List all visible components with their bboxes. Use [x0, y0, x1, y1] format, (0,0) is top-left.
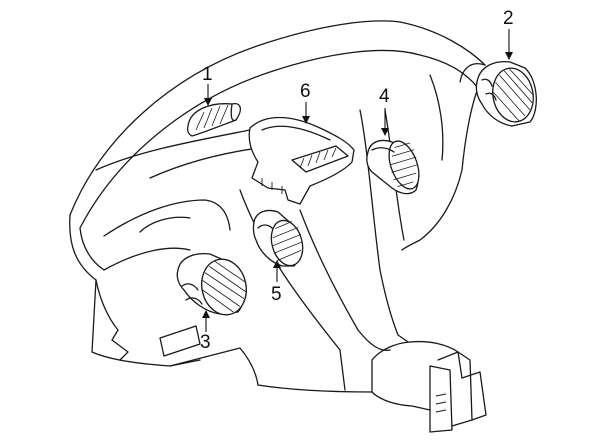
callout-5: 5 [271, 260, 282, 305]
callout-2-label: 2 [503, 8, 514, 29]
callout-4: 4 [379, 86, 390, 136]
callout-6-label: 6 [300, 81, 311, 102]
vent-6-center-bezel [248, 116, 355, 205]
vent-5-center-lower [252, 209, 304, 267]
callout-3: 3 [200, 310, 211, 353]
callout-6: 6 [300, 81, 311, 124]
callout-4-label: 4 [379, 86, 390, 107]
callout-3-label: 3 [200, 332, 211, 353]
callout-5-label: 5 [271, 284, 282, 305]
vent-3-left-lower [176, 252, 247, 316]
vent-1-left-upper [186, 102, 242, 137]
instrument-panel [69, 20, 487, 433]
callout-1-label: 1 [202, 64, 213, 85]
callout-1: 1 [202, 64, 213, 106]
vent-2-right-outer [475, 60, 537, 127]
vent-4-center-right [366, 139, 420, 195]
callout-2: 2 [503, 8, 514, 60]
